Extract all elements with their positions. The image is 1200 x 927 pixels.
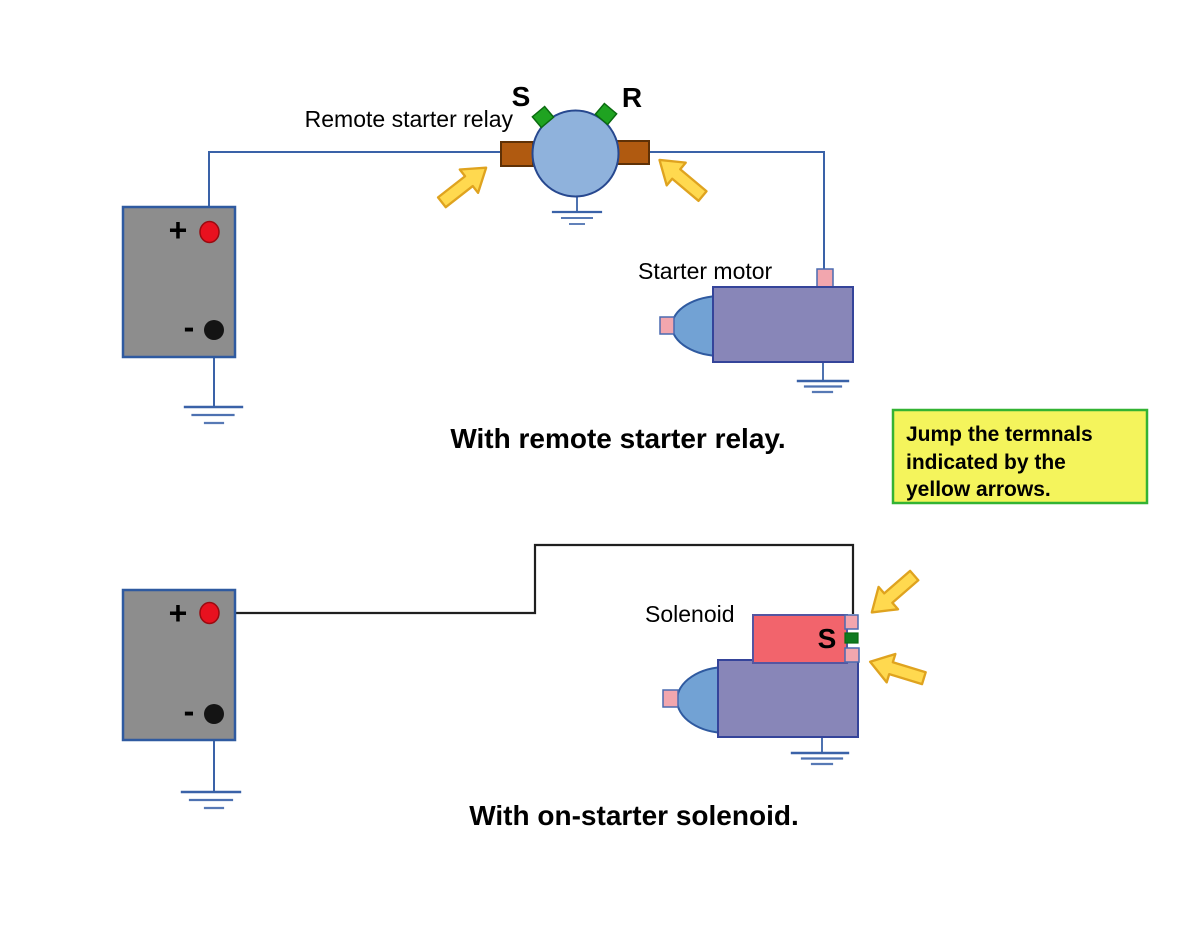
- relay-terminal-s: [531, 105, 555, 129]
- ground-symbol-relay: [551, 195, 603, 225]
- relay-terminal-r: [594, 102, 618, 126]
- battery-bottom-plus-symbol: +: [169, 595, 188, 631]
- solenoid-top-terminal: [844, 614, 859, 630]
- caption-on-starter-solenoid: With on-starter solenoid.: [469, 800, 799, 831]
- starter-motor-bottom-body: [717, 659, 859, 738]
- starter-motor-top-body: [712, 286, 854, 363]
- battery-bottom-positive-terminal: [199, 601, 220, 625]
- starter-motor-top-tip-terminal: [659, 316, 675, 335]
- relay-label: Remote starter relay: [305, 106, 514, 132]
- ground-symbol-battery-bottom: [180, 723, 242, 810]
- starter-motor-bottom: [662, 614, 860, 738]
- relay-lug-right: [615, 140, 650, 165]
- ground-symbol-motor-bottom: [790, 736, 850, 766]
- arrow-solenoid-top-terminal: [870, 569, 920, 614]
- solenoid-body: [752, 614, 848, 664]
- starter-motor-label: Starter motor: [638, 258, 773, 284]
- note-line-3: yellow arrows.: [906, 478, 1051, 501]
- starter-motor-bottom-tip-terminal: [662, 689, 679, 708]
- solenoid-s-terminal-label: S: [818, 623, 837, 654]
- battery-bottom-negative-terminal: [204, 704, 224, 724]
- battery-top-minus-symbol: -: [184, 309, 195, 345]
- arrow-solenoid-bottom-terminal: [868, 652, 927, 686]
- battery-bottom-minus-symbol: -: [184, 693, 195, 729]
- solenoid-s-terminal: [844, 632, 859, 644]
- remote-starter-relay: [500, 102, 650, 198]
- solenoid-label: Solenoid: [645, 601, 735, 627]
- ground-symbol-motor-top: [796, 361, 850, 394]
- battery-top-positive-terminal: [199, 220, 220, 244]
- wire-relay-to-motor: [646, 151, 825, 271]
- wire-battery-to-relay: [208, 151, 503, 223]
- starter-motor-top: [659, 268, 854, 363]
- solenoid-bottom-terminal: [844, 647, 860, 663]
- caption-remote-relay: With remote starter relay.: [450, 423, 785, 454]
- bottom-grounds: [180, 723, 850, 810]
- relay-terminal-r-label: R: [622, 82, 642, 113]
- wire-battery-to-solenoid: [219, 543, 855, 615]
- note-box: [891, 408, 1149, 505]
- yellow-arrows: [436, 158, 927, 686]
- battery-top-negative-terminal: [204, 320, 224, 340]
- arrow-relay-right-terminal: [658, 158, 708, 202]
- starter-motor-top-terminal: [816, 268, 834, 289]
- relay-body: [531, 109, 620, 198]
- relay-terminal-s-label: S: [512, 81, 531, 112]
- note-line-1: Jump the termnals: [906, 423, 1093, 446]
- note-line-2: indicated by the: [906, 451, 1066, 474]
- relay-lug-left: [500, 141, 534, 167]
- arrow-relay-left-terminal: [436, 166, 488, 209]
- battery-top-plus-symbol: +: [169, 212, 188, 248]
